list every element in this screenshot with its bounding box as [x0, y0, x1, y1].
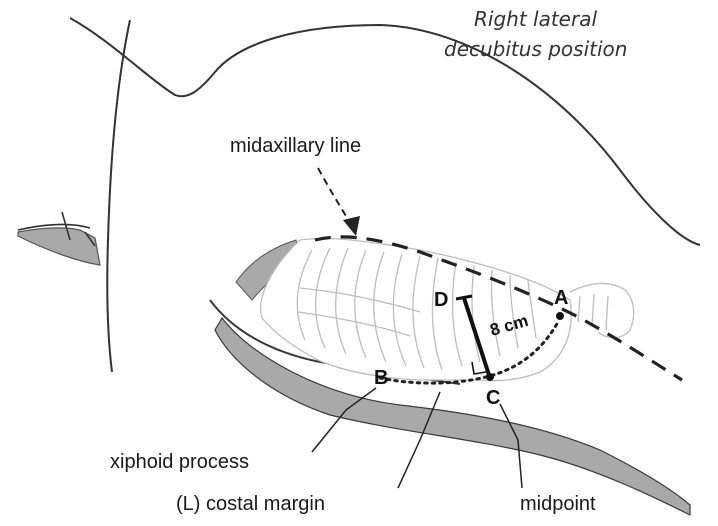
point-a-label: A: [554, 287, 568, 309]
title-line-2: decubitus position: [444, 37, 627, 61]
arm-shadow: [18, 228, 100, 265]
point-a-marker: [556, 312, 564, 320]
point-d-label: D: [434, 289, 448, 311]
point-c-marker: [486, 373, 494, 381]
point-b-label: B: [374, 367, 388, 389]
arrow-head-icon: [343, 216, 360, 236]
midaxillary-arrow: [318, 168, 352, 226]
costal-margin-label: (L) costal margin: [176, 493, 325, 515]
xiphoid-process-label: xiphoid process: [110, 451, 249, 473]
back-contour: [107, 20, 130, 372]
midpoint-label: midpoint: [520, 493, 596, 515]
midaxillary-line-label: midaxillary line: [230, 135, 361, 157]
title-line-1: Right lateral: [474, 7, 597, 31]
point-c-label: C: [486, 387, 500, 409]
hip-outline: [570, 283, 634, 337]
